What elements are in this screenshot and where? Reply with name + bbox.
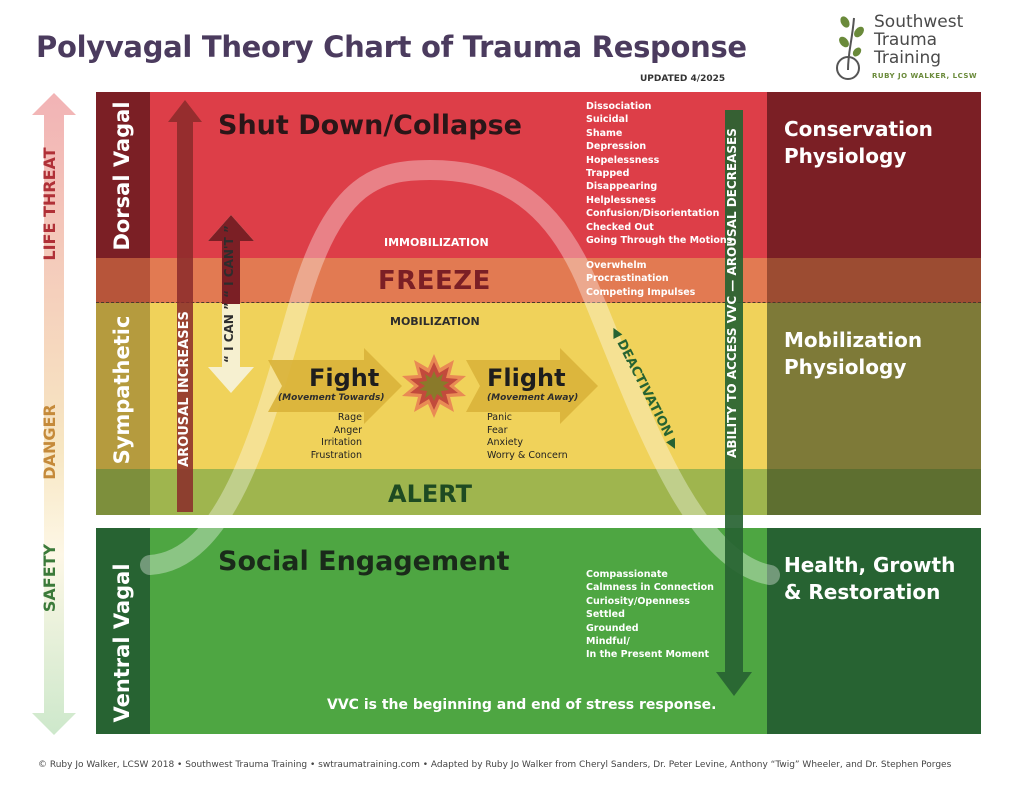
threat-scale-arrow xyxy=(32,93,76,735)
list-item: Hopelessness xyxy=(586,154,660,166)
social-word-list: Compassionate Calmness in Connection Cur… xyxy=(586,568,714,662)
arousal-increases-arrow-icon xyxy=(168,100,202,512)
list-item: Suicidal xyxy=(586,114,629,126)
logo-tagline: RUBY JO WALKER, LCSW xyxy=(872,72,978,80)
list-item: Worry & Concern xyxy=(487,449,568,461)
list-item: Trapped xyxy=(586,168,630,180)
list-item: Anxiety xyxy=(487,437,523,449)
alert-right-column xyxy=(767,469,981,515)
dorsal-freeze-column xyxy=(96,258,150,303)
list-item: Shame xyxy=(586,127,623,139)
ventral-vagal-label: Ventral Vagal xyxy=(110,563,134,723)
freeze-word-list: Overwhelm Procrastination Competing Impu… xyxy=(586,259,695,299)
page-title: Polyvagal Theory Chart of Trauma Respons… xyxy=(36,30,747,64)
flight-word-list: Panic Fear Anxiety Worry & Concern xyxy=(487,412,568,462)
flight-arrow-icon xyxy=(466,348,598,424)
list-item: Anger xyxy=(333,424,362,436)
logo-text-line2: Trauma xyxy=(874,30,938,50)
arousal-decreases-arrow-icon xyxy=(716,110,752,696)
conservation-physiology-label: Conservation Physiology xyxy=(784,117,933,168)
sprout-logo-icon xyxy=(836,16,864,80)
list-item: Curiosity/Openness xyxy=(586,595,690,607)
list-item: Fear xyxy=(487,424,508,436)
list-item: Checked Out xyxy=(586,221,654,233)
ventral-column xyxy=(96,528,150,734)
vvc-note: VVC is the beginning and end of stress r… xyxy=(327,697,717,713)
list-item: Grounded xyxy=(586,622,639,634)
list-item: Settled xyxy=(586,609,625,621)
dorsal-column xyxy=(96,92,150,258)
list-item: Helplessness xyxy=(586,194,656,206)
logo-text-line3: Training xyxy=(874,48,942,68)
fight-word-list: Rage Anger Irritation Frustration xyxy=(300,412,362,462)
alert-column xyxy=(96,469,150,515)
flight-heading: Flight xyxy=(487,364,566,392)
list-item: Mindful/ xyxy=(586,636,630,648)
shutdown-heading: Shut Down/Collapse xyxy=(218,110,522,141)
fight-arrow-icon xyxy=(268,348,402,424)
logo-text-line1: Southwest xyxy=(874,12,964,32)
health-column xyxy=(767,528,981,734)
can-cant-label: “ I CAN ” “ I CAN'T ” xyxy=(222,225,236,363)
list-item: Dissociation xyxy=(586,101,652,112)
alert-heading: ALERT xyxy=(388,480,473,508)
health-growth-label: Health, Growth & Restoration xyxy=(784,553,956,604)
list-item: Disappearing xyxy=(586,181,658,193)
mobilization-label: MOBILIZATION xyxy=(390,315,480,328)
sympathetic-column xyxy=(96,303,150,469)
fight-flight-arrows xyxy=(268,348,598,424)
list-item: Compassionate xyxy=(586,569,668,580)
freeze-divider xyxy=(96,302,981,303)
fight-subtitle: (Movement Towards) xyxy=(278,393,385,403)
dorsal-vagal-label: Dorsal Vagal xyxy=(110,101,134,251)
can-cant-double-arrow-icon xyxy=(208,215,254,393)
list-item: Overwhelm xyxy=(586,260,647,271)
freeze-heading: FREEZE xyxy=(378,266,491,296)
mobilization-physiology-label: Mobilization Physiology xyxy=(784,328,923,379)
immobilization-label: IMMOBILIZATION xyxy=(384,236,489,249)
list-item: Going Through the Motions xyxy=(586,235,733,247)
list-item: Competing Impulses xyxy=(586,286,696,298)
mobilization-column xyxy=(767,303,981,469)
list-item: Irritation xyxy=(321,437,362,449)
starburst-icon xyxy=(402,354,466,418)
arousal-increases-label: AROUSAL INCREASES xyxy=(177,311,192,467)
social-engagement-heading: Social Engagement xyxy=(218,546,510,577)
list-item: Procrastination xyxy=(586,273,669,285)
list-item: Frustration xyxy=(310,449,362,461)
list-item: Depression xyxy=(586,141,647,153)
conservation-column xyxy=(767,92,981,258)
freeze-right-column xyxy=(767,258,981,303)
list-item: Confusion/Disorientation xyxy=(586,208,720,220)
sympathetic-label: Sympathetic xyxy=(110,315,134,465)
updated-date: UPDATED 4/2025 xyxy=(640,74,726,84)
list-item: Rage xyxy=(337,412,362,423)
footer-credits: © Ruby Jo Walker, LCSW 2018 • Southwest … xyxy=(38,760,952,770)
flight-subtitle: (Movement Away) xyxy=(487,393,579,403)
list-item: In the Present Moment xyxy=(586,649,710,661)
list-item: Calmness in Connection xyxy=(586,582,714,594)
fight-heading: Fight xyxy=(309,364,380,392)
shutdown-word-list: Dissociation Suicidal Shame Depression H… xyxy=(586,100,732,247)
list-item: Panic xyxy=(487,412,513,423)
